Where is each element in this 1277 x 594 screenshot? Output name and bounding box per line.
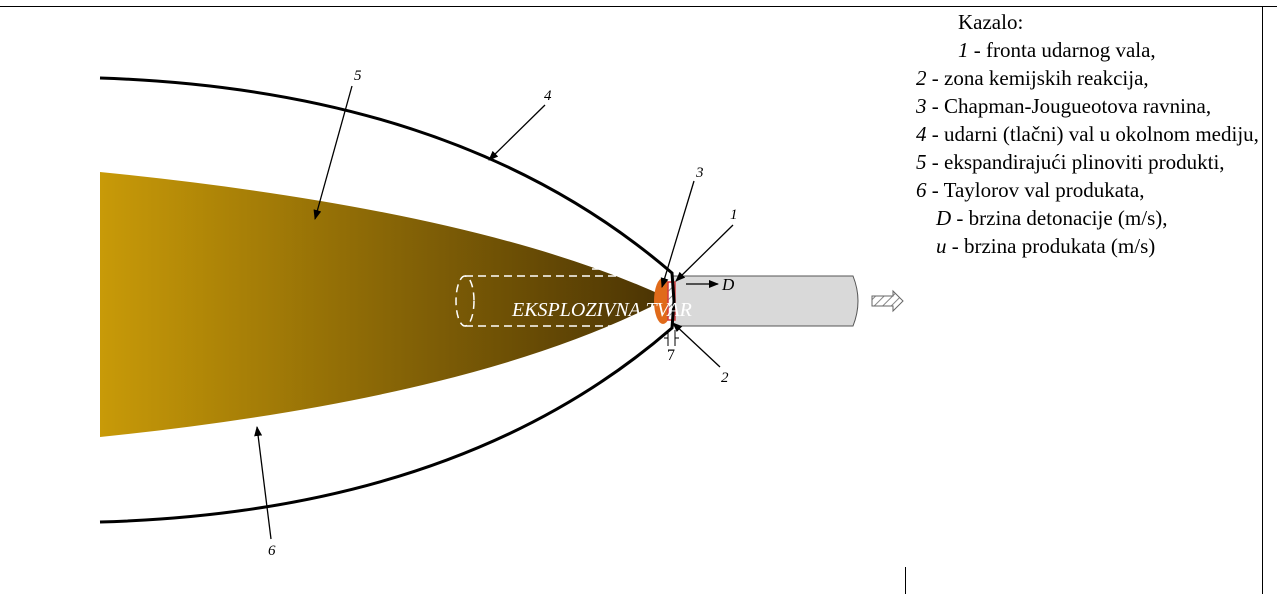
legend-item-text: - brzina produkata (m/s) [946,234,1156,258]
callout-2-arrow [672,322,721,368]
top-left-tick [62,6,63,7]
legend-item: 6 - Taylorov val produkata, [916,176,1262,204]
legend-item: 3 - Chapman-Jougueotova ravnina, [916,92,1262,120]
legend-item-text: - fronta udarnog vala, [968,38,1156,62]
material-label: EKSPLOZIVNA TVAR [511,299,692,321]
callout-2-label: 2 [721,370,729,386]
legend-item-text: - udarni (tlačni) val u okolnom mediju, [926,122,1259,146]
shock-wave-curve [99,76,676,524]
callout-3-label: 3 [695,165,704,181]
right-border [1262,6,1263,594]
legend-item-num: u [936,234,947,258]
legend-item-num: 3 [916,94,927,118]
expanding-products-region [100,172,668,437]
zone-width-marker [664,330,679,346]
legend-item: 4 - udarni (tlačni) val u okolnom mediju… [916,120,1262,148]
product-velocity-label: u [592,249,601,268]
legend-item: u - brzina produkata (m/s) [916,232,1262,260]
legend-item-num: 1 [958,38,969,62]
callout-5-arrow [313,85,353,220]
explosive-charge-solid [672,275,859,327]
callout-6-arrow [254,426,272,540]
cell-divider [905,567,906,594]
callout-1-arrow [675,224,734,282]
legend-item-num: D [936,206,952,230]
callout-5-label: 5 [354,68,362,84]
callout-4-arrow [488,104,546,161]
legend-item-text: - zona kemijskih reakcija, [926,66,1149,90]
detonation-diagram: EKSPLOZIVNA TVAR u D 7 5 4 3 1 2 6 [99,68,904,559]
callout-4-label: 4 [544,88,552,104]
legend-item: 5 - ekspandirajući plinoviti produkti, [916,148,1262,176]
legend-item: 1 - fronta udarnog vala, [916,36,1262,64]
legend-item-num: 4 [916,122,927,146]
product-velocity-arrow [592,265,646,273]
legend-item-text: - Taylorov val produkata, [926,178,1145,202]
legend-item-text: - ekspandirajući plinoviti produkti, [926,150,1225,174]
callout-1-label: 1 [730,207,738,223]
legend: Kazalo: 1 - fronta udarnog vala, 2 - zon… [916,8,1262,260]
legend-item-text: - Chapman-Jougueotova ravnina, [926,94,1212,118]
detonation-velocity-label: D [721,275,735,294]
legend-item-text: - brzina detonacije (m/s), [951,206,1168,230]
legend-item-num: 6 [916,178,927,202]
legend-item-num: 2 [916,66,927,90]
legend-title: Kazalo: [958,10,1024,34]
legend-item-num: 5 [916,150,927,174]
legend-item: 2 - zona kemijskih reakcija, [916,64,1262,92]
legend-item: D - brzina detonacije (m/s), [916,204,1262,232]
callout-3-arrow [660,180,695,288]
explosive-charge-dashed-outline [455,275,668,327]
callout-6-label: 6 [268,543,276,559]
top-border [0,6,1277,7]
callout-7-label: 7 [667,347,675,364]
detonation-direction-arrow [871,289,904,313]
